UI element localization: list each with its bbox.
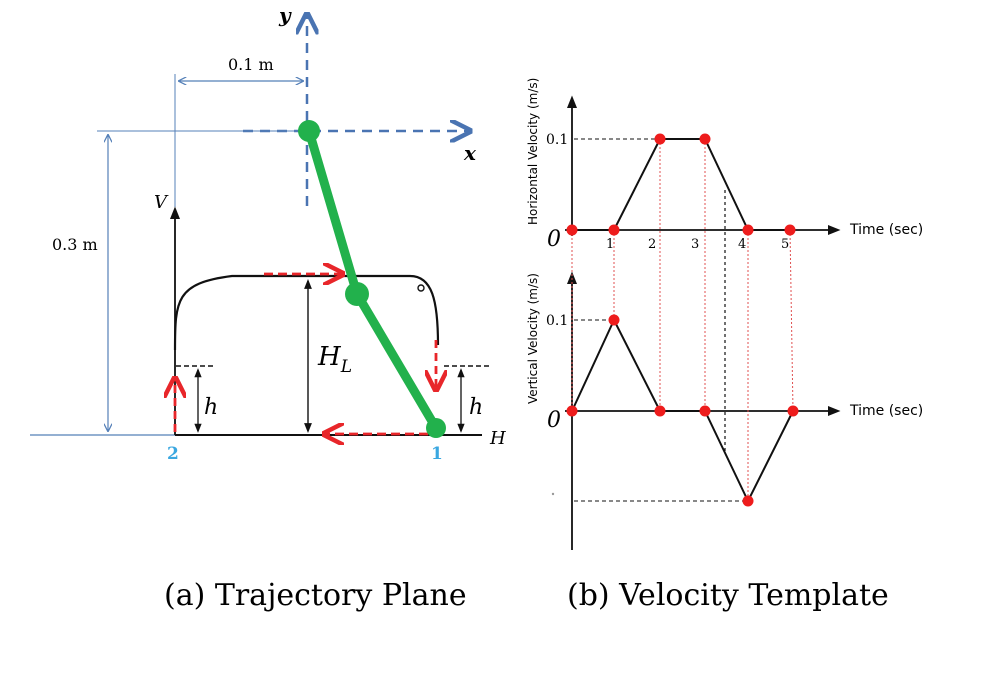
top-marker-5 [784, 224, 796, 236]
top-x-tick-2: 2 [648, 237, 656, 252]
y-axis-label: y [278, 3, 292, 27]
bottom-marker-0 [566, 405, 578, 417]
bottom-y-axis-label: Vertical Velocity (m/s) [526, 273, 540, 404]
top-marker-3 [699, 133, 711, 145]
top-y-tick-label: 0.1 [546, 132, 568, 148]
bottom-marker-2 [654, 405, 666, 417]
bottom-y-tick-label: 0.1 [546, 313, 568, 329]
trajectory-plane-panel: y x 0.1 m 0.3 m H V HL h h [30, 3, 506, 613]
trajectory-kink [417, 284, 425, 292]
top-x-axis-label: Time (sec) [849, 222, 923, 238]
point-1-label: 1 [431, 444, 443, 464]
dim-0-3-label: 0.3 m [52, 235, 98, 254]
horizontal-velocity-profile [572, 138, 790, 231]
top-zero-label: 0 [547, 227, 561, 252]
foot-joint [426, 418, 446, 438]
bottom-marker-5 [787, 405, 799, 417]
knee-joint [345, 282, 369, 306]
top-x-tick-1: 1 [606, 237, 614, 252]
v-axis-label: V [154, 192, 169, 213]
h-left-label: h [204, 395, 218, 420]
top-marker-2 [654, 133, 666, 145]
bottom-markers [566, 314, 799, 507]
top-y-axis-label: Horizontal Velocity (m/s) [526, 78, 540, 225]
leg-upper-link [304, 126, 362, 299]
hip-joint [298, 120, 320, 142]
leg-lower-link [352, 289, 441, 433]
top-x-tick-3: 3 [691, 237, 699, 252]
x-axis-label: x [463, 141, 477, 165]
bottom-marker-3 [699, 405, 711, 417]
top-x-tick-4: 4 [738, 237, 746, 252]
time-guide-5 [789, 229, 794, 412]
trajectory-curve [173, 274, 440, 351]
bottom-marker-1 [608, 314, 620, 326]
top-marker-4 [742, 224, 754, 236]
h-axis-label: H [489, 428, 506, 449]
dim-0-1-label: 0.1 m [228, 55, 274, 74]
vertical-velocity-profile [571, 317, 794, 504]
hl-label: HL [317, 342, 352, 377]
top-x-tick-5: 5 [781, 237, 789, 252]
point-2-label: 2 [167, 444, 179, 464]
caption-trajectory-plane: (a) Trajectory Plane [164, 578, 467, 613]
bottom-negative-tick-dot [551, 492, 555, 496]
bottom-marker-4 [742, 495, 754, 507]
h-right-label: h [469, 395, 483, 420]
top-markers [566, 133, 796, 236]
top-marker-1 [608, 224, 620, 236]
bottom-zero-label: 0 [547, 408, 561, 433]
bottom-x-axis-label: Time (sec) [849, 403, 923, 419]
caption-velocity-template: (b) Velocity Template [567, 578, 889, 613]
time-guides [571, 139, 794, 501]
top-marker-0 [566, 224, 578, 236]
velocity-template-panel: Horizontal Velocity (m/s) Time (sec) 0.1… [526, 78, 923, 613]
